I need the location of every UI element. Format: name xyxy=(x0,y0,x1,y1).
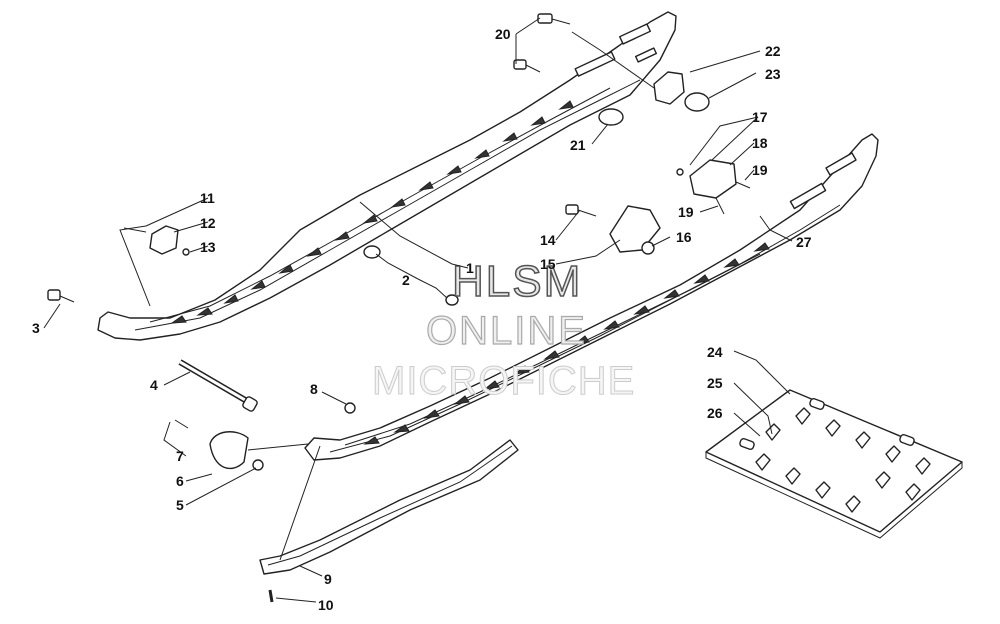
callout-20: 21 xyxy=(570,137,586,153)
callout-3: 3 xyxy=(32,320,40,336)
callout-23: 23 xyxy=(765,66,781,82)
track-clips xyxy=(739,397,915,451)
leader-lines xyxy=(43,17,793,603)
nut-8 xyxy=(344,402,356,414)
track-section xyxy=(705,389,963,539)
callout-12: 12 xyxy=(200,215,216,231)
washer-2b xyxy=(445,294,459,306)
callout-6: 6 xyxy=(176,473,184,489)
callout-19-top: 19 xyxy=(752,162,768,178)
callout-7: 7 xyxy=(176,448,184,464)
bushing-20 xyxy=(598,108,624,126)
nut-16 xyxy=(641,241,655,255)
watermark-line3: MICROFICHE xyxy=(372,359,635,403)
callout-15: 15 xyxy=(540,256,556,272)
watermark: HLSM ONLINE MICROFICHE xyxy=(372,256,635,403)
screw-10 xyxy=(268,589,274,603)
callout-22: 22 xyxy=(765,43,781,59)
bracket-15 xyxy=(609,205,661,253)
track-lugs xyxy=(755,407,931,513)
callout-1: 1 xyxy=(466,260,474,276)
bolt-14 xyxy=(565,204,597,217)
callout-4: 4 xyxy=(150,377,158,393)
block-18 xyxy=(689,159,737,199)
upper-slide-rail xyxy=(97,11,677,341)
hyfax-slide-9 xyxy=(259,439,519,575)
callout-16: 16 xyxy=(676,229,692,245)
callout-19-bottom: 19 xyxy=(678,204,694,220)
callout-17: 17 xyxy=(752,109,768,125)
nut-5 xyxy=(252,459,264,471)
hardware xyxy=(47,13,751,603)
bolt-19a xyxy=(735,181,751,189)
bolt-7 xyxy=(174,419,189,429)
block-12 xyxy=(149,225,179,255)
callout-24: 24 xyxy=(707,344,723,360)
callout-14: 14 xyxy=(540,232,556,248)
bolt-3 xyxy=(47,289,75,303)
lower-slide-rail xyxy=(304,133,879,461)
callout-26: 26 xyxy=(707,405,723,421)
rail-cutouts-lower xyxy=(363,242,770,445)
wheel-6 xyxy=(209,431,249,470)
bolt-19b xyxy=(715,197,725,215)
spacer-23 xyxy=(684,92,710,112)
block-22 xyxy=(653,71,685,105)
callout-2: 2 xyxy=(402,272,410,288)
callout-8: 8 xyxy=(310,381,318,397)
callout-11: 11 xyxy=(200,190,215,206)
bolt-21b xyxy=(513,59,541,73)
rail-cutouts-upper xyxy=(170,100,574,324)
axle-4 xyxy=(178,359,258,412)
washer-2a xyxy=(363,245,381,259)
watermark-line1: HLSM xyxy=(452,257,582,306)
callout-5: 5 xyxy=(176,497,184,513)
callout-10: 10 xyxy=(318,597,334,613)
callout-18: 18 xyxy=(752,135,768,151)
bolt-21a xyxy=(537,13,571,25)
callout-numbers: 20 22 23 21 17 18 19 19 27 14 15 16 1 2 … xyxy=(32,26,812,613)
callout-13: 13 xyxy=(200,239,216,255)
watermark-line2: ONLINE xyxy=(426,309,587,353)
callout-27: 27 xyxy=(796,234,812,250)
callout-21: 20 xyxy=(495,26,511,42)
callout-9: 9 xyxy=(324,571,332,587)
callout-25: 25 xyxy=(707,375,723,391)
clip-13 xyxy=(182,248,190,256)
clip-17 xyxy=(676,168,684,176)
